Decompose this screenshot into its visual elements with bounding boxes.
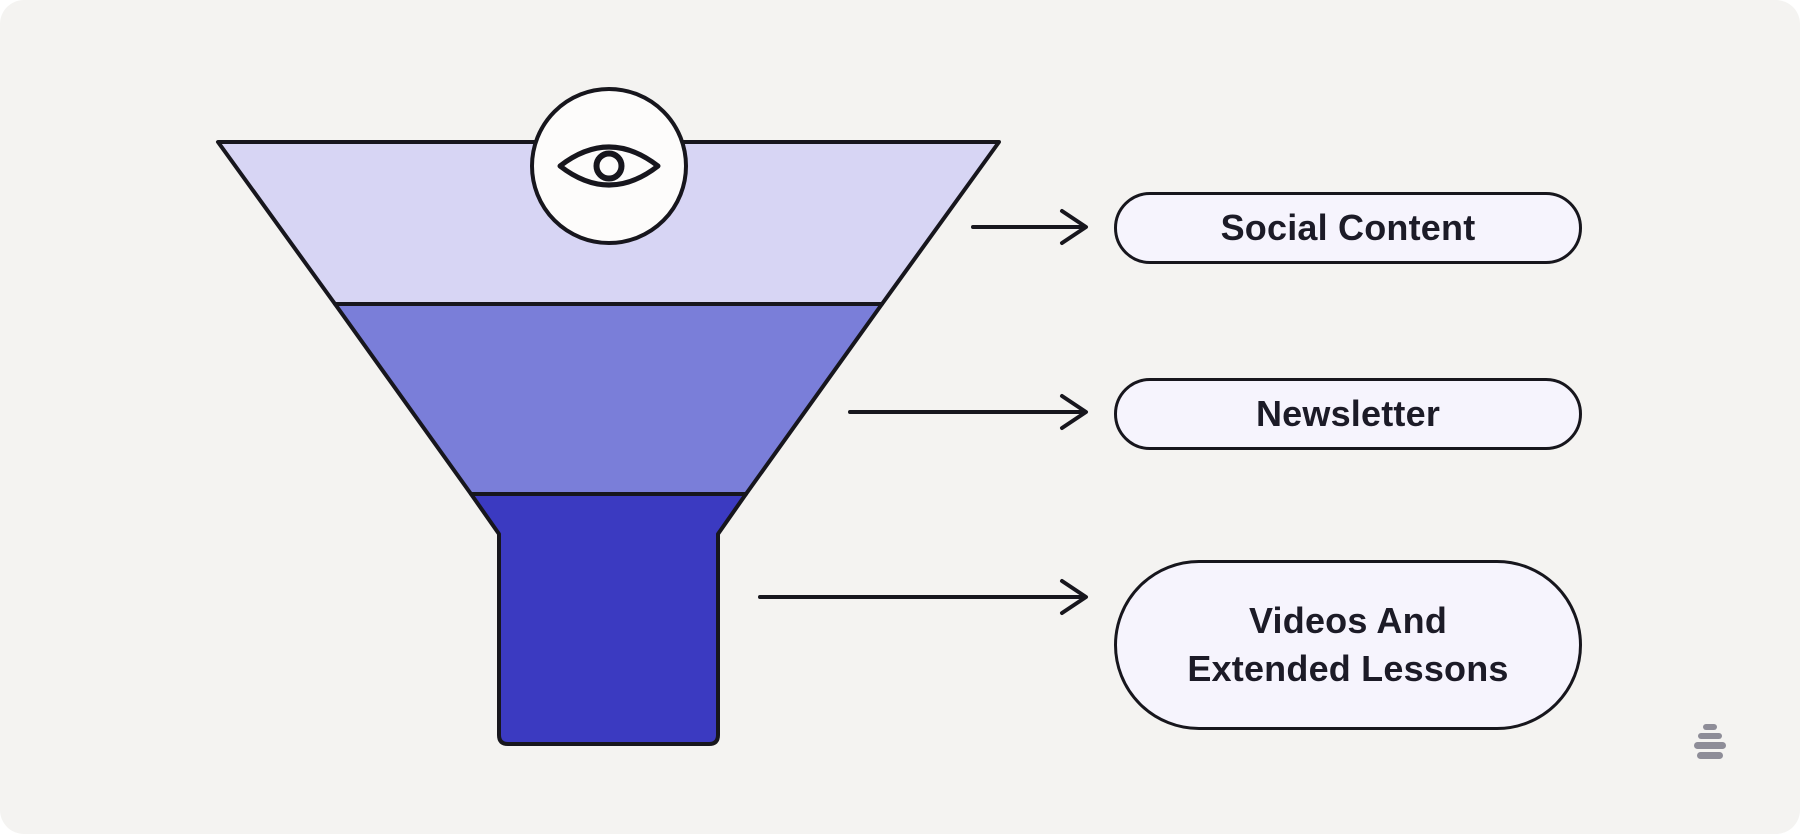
funnel xyxy=(216,140,1001,746)
arrow-head xyxy=(1060,209,1088,245)
arrow-head xyxy=(1060,394,1088,430)
hive-bar-3 xyxy=(1694,742,1726,749)
label-text-videos-extended-lessons: Videos And Extended Lessons xyxy=(1187,600,1509,689)
arrow-head xyxy=(1060,579,1088,615)
eye-pupil xyxy=(593,150,625,182)
label-text-newsletter: Newsletter xyxy=(1255,393,1441,435)
beehiiv-hive-icon xyxy=(1694,724,1726,759)
eye-outline xyxy=(557,144,661,188)
arrow-to-social-content xyxy=(971,209,1088,245)
arrow-to-newsletter xyxy=(848,394,1088,430)
arrow-to-videos xyxy=(758,579,1088,615)
hive-bar-1 xyxy=(1703,724,1717,730)
label-pill-social-content: Social Content xyxy=(1114,192,1582,264)
funnel-bottom-section xyxy=(469,492,748,746)
label-text-social-content: Social Content xyxy=(1220,207,1476,249)
hive-bar-2 xyxy=(1698,733,1722,739)
eye-icon-circle xyxy=(530,87,688,245)
label-pill-newsletter: Newsletter xyxy=(1114,378,1582,450)
eye-icon xyxy=(530,87,688,245)
funnel-middle-section xyxy=(333,302,884,496)
hive-bar-4 xyxy=(1697,752,1723,759)
label-pill-videos-extended-lessons: Videos And Extended Lessons xyxy=(1114,560,1582,730)
